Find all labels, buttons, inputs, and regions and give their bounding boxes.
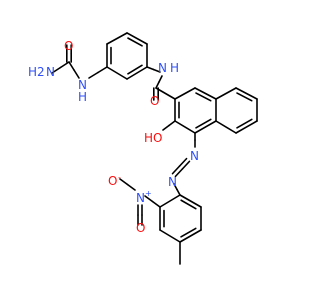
urea-nh-hydrogen-label: H <box>78 90 87 104</box>
azo-nn-bond-1-a <box>178 157 188 167</box>
ring-a-inner-1 <box>127 64 143 75</box>
azo-nn-bond-2-b <box>174 168 184 178</box>
bond-lines <box>51 32 258 265</box>
urea-h2-label: H2 <box>28 65 45 79</box>
azo-n-c-bond-a <box>173 183 178 191</box>
urea-nh-bond-a <box>97 66 108 74</box>
hydroxyl-label: HO <box>144 131 162 145</box>
nitro-c-n-bond-b <box>144 195 154 203</box>
urea-n-label: N <box>46 65 55 79</box>
ring-c-bond-3 <box>235 120 258 134</box>
ring-d-bond-5 <box>159 194 181 208</box>
ring-c-bond-1 <box>235 87 258 100</box>
ring-d-bond-2 <box>179 229 202 243</box>
ring-b-bond-1 <box>194 87 217 100</box>
amide-cn-bond-b <box>158 75 163 83</box>
ring-b-inner-1 <box>195 118 212 129</box>
oh-bond-b <box>162 124 170 131</box>
azo-n1-label: N <box>190 149 199 163</box>
azo-n-c-bond-b <box>176 188 181 196</box>
nitro-minus-charge: - <box>118 173 121 182</box>
ring-c-inner-1 <box>236 118 253 129</box>
anilide-n-bond-b <box>152 68 161 73</box>
ring-a-inner-0 <box>127 37 143 47</box>
urea-c-n-bond-a <box>73 69 80 79</box>
ring-a-bond-5 <box>106 32 128 45</box>
ring-d-inner-1 <box>180 227 197 238</box>
nitro-plus-charge: + <box>145 189 152 198</box>
oh-bond-a <box>168 120 176 127</box>
ring-b-inner-0 <box>195 92 212 102</box>
urea-nh2-bond-a <box>59 61 70 69</box>
azo-nn-bond-1-b <box>171 165 181 175</box>
urea-nh-bond-b <box>88 71 99 79</box>
amide-c-bond <box>155 87 176 100</box>
nitro-n-label: N <box>136 191 145 205</box>
ring-c-bond-4 <box>215 120 237 134</box>
urea-nh-label: N <box>78 78 87 92</box>
ring-c-bond-0 <box>215 87 237 100</box>
ring-d-bond-0 <box>179 194 202 208</box>
amide-h-label: H <box>170 61 179 75</box>
ring-d-inner-0 <box>180 199 197 210</box>
nitro-c-n-bond-a <box>151 200 161 208</box>
ring-b-bond-3 <box>194 120 217 134</box>
ring-b-bond-4 <box>174 120 196 134</box>
amide-n-label: N <box>158 61 167 75</box>
urea-nh2-bond-b <box>51 66 62 74</box>
anilide-n-bond-a <box>146 66 155 71</box>
ring-b-bond-0 <box>174 87 196 100</box>
azo-nn-bond-2-a <box>181 160 191 170</box>
nitro-n-o-minus-bond-a <box>126 183 136 191</box>
urea-c-n-bond-b <box>68 61 75 71</box>
azo-n2-label: N <box>168 175 177 189</box>
nitro-n-o-minus-bond-b <box>119 178 129 186</box>
ring-a-bond-2 <box>126 66 148 80</box>
ring-a-bond-3 <box>106 66 128 80</box>
amide-o-label: O <box>150 94 159 108</box>
urea-oxygen-label: O <box>64 39 73 53</box>
amide-cn-bond-a <box>155 81 160 89</box>
ring-a-bond-0 <box>126 32 148 45</box>
nitro-o-label: O <box>136 221 145 235</box>
ring-c-inner-0 <box>236 92 253 102</box>
ring-d-bond-3 <box>159 229 181 243</box>
nitro-o-minus-label: O <box>108 174 117 188</box>
